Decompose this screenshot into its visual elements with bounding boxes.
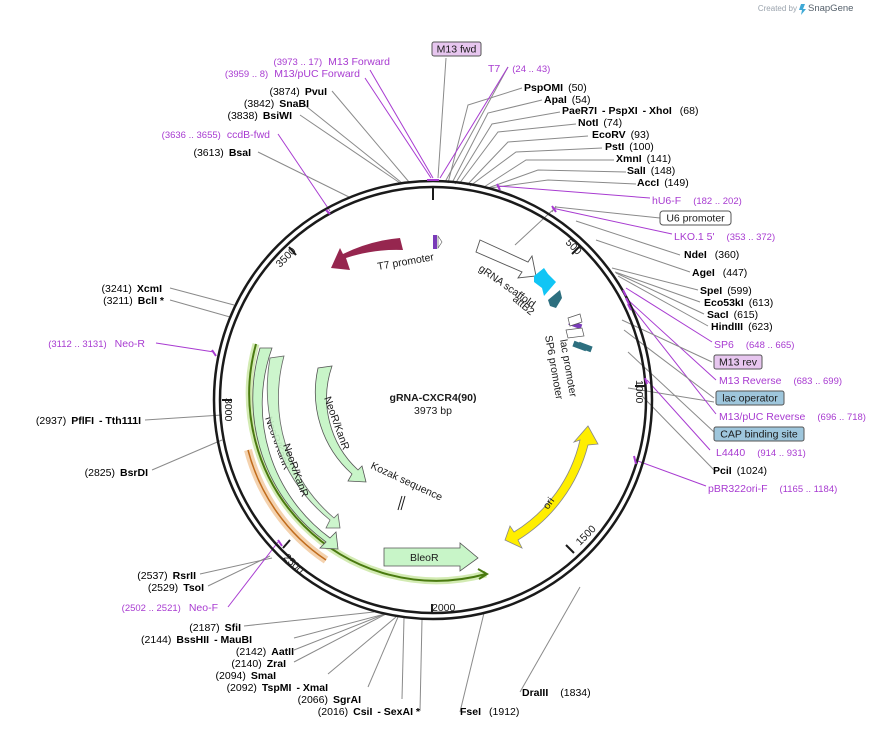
enzyme-label-smai[interactable]: (2094)SmaI: [216, 670, 277, 682]
svg-text:CAP binding site: CAP binding site: [720, 429, 798, 441]
created-by-text: Created by: [758, 4, 797, 13]
box-cap-binding-site[interactable]: CAP binding site: [713, 426, 805, 442]
svg-text:2500: 2500: [281, 552, 306, 577]
enzyme-label-acci[interactable]: AccI(149): [637, 177, 689, 189]
primer-marks: [211, 179, 648, 547]
primer-label-m13-reverse[interactable]: M13 Reverse(683 .. 699): [719, 375, 842, 387]
plasmid-size: 3973 bp: [414, 405, 452, 417]
snapgene-brand: Created by SnapGene: [758, 3, 853, 15]
primer-label-pbr322ori-f[interactable]: pBR322ori-F(1165 .. 1184): [708, 483, 837, 495]
svg-text:lac operator: lac operator: [722, 393, 778, 405]
primer-label-l4440[interactable]: L4440(914 .. 931): [716, 447, 806, 459]
enzyme-label-draiii[interactable]: DraIII(1834): [522, 687, 591, 699]
primer-leader-lines: [155, 66, 717, 608]
svg-text:ori: ori: [541, 495, 558, 511]
enzyme-label-psti[interactable]: PstI(100): [605, 141, 654, 153]
enzyme-label-rsrii[interactable]: (2537)RsrII: [137, 570, 196, 582]
enzyme-label-xmni[interactable]: XmnI(141): [616, 153, 671, 165]
enzyme-label-pvui[interactable]: (3874)PvuI: [269, 86, 327, 98]
enzyme-label-xcmi[interactable]: (3241)XcmI: [102, 283, 163, 295]
svg-text:1000: 1000: [633, 380, 645, 404]
enzyme-label-saci[interactable]: SacI(615): [707, 309, 758, 321]
enzyme-label-csii[interactable]: (2016)CsiI- SexAI *: [318, 706, 421, 718]
primer-label-m13-forward[interactable]: (3973 .. 17)M13 Forward: [274, 56, 391, 68]
enzyme-label-snabi[interactable]: (3842)SnaBI: [244, 98, 309, 110]
primer-labels: (3973 .. 17)M13 Forward (3959 .. 8)M13/p…: [48, 56, 866, 614]
feature-ccdb[interactable]: ccdB: [331, 238, 403, 270]
box-m13-rev[interactable]: M13 rev: [713, 354, 763, 370]
box-m13-fwd[interactable]: M13 fwd: [431, 41, 482, 57]
plasmid-name: gRNA-CXCR4(90): [390, 392, 477, 404]
svg-text:Kozak sequence: Kozak sequence: [369, 460, 445, 504]
primer-label-m13-puc-forward[interactable]: (3959 .. 8)M13/pUC Forward: [225, 68, 360, 80]
box-u6-promoter[interactable]: U6 promoter: [659, 210, 732, 226]
box-lac-operator[interactable]: lac operator: [715, 390, 785, 406]
enzyme-label-agei[interactable]: AgeI(447): [692, 267, 747, 279]
primer-label-m13-puc-reverse[interactable]: M13/pUC Reverse(696 .. 718): [719, 411, 866, 423]
enzyme-label-tspmi[interactable]: (2092)TspMI- XmaI: [227, 682, 329, 694]
primer-label-t7[interactable]: T7(24 .. 43): [488, 63, 550, 75]
enzyme-label-hindiii[interactable]: HindIII(623): [711, 321, 773, 333]
svg-text:1500: 1500: [574, 523, 599, 548]
enzyme-leader-lines: [144, 57, 715, 713]
enzyme-label-bsshii[interactable]: (2144)BssHII- MauBI: [141, 634, 252, 646]
feature-ori[interactable]: ori: [504, 425, 599, 549]
enzyme-label-sfii[interactable]: (2187)SfiI: [189, 622, 241, 634]
enzyme-label-ecorv[interactable]: EcoRV(93): [592, 129, 649, 141]
svg-text:3500: 3500: [274, 245, 299, 270]
enzyme-label-bsai[interactable]: (3613)BsaI: [193, 147, 251, 159]
feature-kozak[interactable]: Kozak sequence: [369, 460, 445, 511]
primer-label-ccdb-fwd[interactable]: (3636 .. 3655)ccdB-fwd: [162, 129, 270, 141]
enzyme-labels-left: (2016)CsiI- SexAI * (2066)SgrAI (2092)Ts…: [36, 86, 421, 718]
svg-text:U6 promoter: U6 promoter: [666, 213, 725, 225]
enzyme-label-aatii[interactable]: (2142)AatII: [236, 646, 294, 658]
enzyme-label-pspomi[interactable]: PspOMI(50): [524, 82, 587, 94]
feature-bleor[interactable]: BleoR: [383, 542, 479, 572]
major-ticks: [222, 245, 645, 614]
enzyme-label-bcli[interactable]: (3211)BclI *: [103, 295, 165, 307]
svg-text:M13 rev: M13 rev: [719, 357, 758, 369]
svg-text:BleoR: BleoR: [410, 552, 439, 564]
feature-neor-kanr-small[interactable]: NeoR/KanR: [314, 365, 367, 483]
enzyme-label-sgrai[interactable]: (2066)SgrAI: [298, 694, 361, 706]
primer-label-lko1[interactable]: LKO.1 5'(353 .. 372): [674, 231, 775, 243]
primer-label-hu6-f[interactable]: hU6-F(182 .. 202): [652, 195, 742, 207]
enzyme-labels-right: PspOMI(50) ApaI(54) PaeR7I- PspXI- XhoI(…: [460, 82, 773, 718]
snapgene-name: SnapGene: [808, 3, 853, 14]
enzyme-label-paer7i[interactable]: PaeR7I- PspXI- XhoI(68): [562, 105, 698, 117]
enzyme-label-ndei[interactable]: NdeI(360): [684, 249, 739, 261]
enzyme-label-eco53ki[interactable]: Eco53kI(613): [704, 297, 773, 309]
snapgene-logo-icon: [799, 4, 806, 15]
enzyme-label-bsrdi[interactable]: (2825)BsrDI: [85, 467, 148, 479]
svg-text:2000: 2000: [432, 602, 456, 614]
svg-text:M13 fwd: M13 fwd: [437, 44, 477, 56]
enzyme-label-zrai[interactable]: (2140)ZraI: [231, 658, 286, 670]
primer-label-sp6[interactable]: SP6(648 .. 665): [714, 339, 794, 351]
feature-grna-scaffold[interactable]: gRNA scaffold: [475, 239, 538, 311]
enzyme-label-noti[interactable]: NotI(74): [578, 117, 622, 129]
enzyme-label-tsoi[interactable]: (2529)TsoI: [148, 582, 204, 594]
enzyme-label-pcii[interactable]: PciI(1024): [713, 465, 767, 477]
enzyme-label-bsiwi[interactable]: (3838)BsiWI: [227, 110, 292, 122]
primer-label-neo-r[interactable]: (3112 .. 3131)Neo-R: [48, 338, 145, 350]
feature-neor-kanr-bar: [244, 343, 489, 585]
enzyme-label-spei[interactable]: SpeI(599): [700, 285, 752, 297]
enzyme-label-sali[interactable]: SalI(148): [627, 165, 675, 177]
enzyme-label-apai[interactable]: ApaI(54): [544, 94, 590, 106]
enzyme-label-fsei[interactable]: FseI(1912): [460, 706, 519, 718]
primer-label-neo-f[interactable]: (2502 .. 2521)Neo-F: [122, 602, 218, 614]
svg-text:3000: 3000: [222, 398, 234, 422]
svg-text:ccdB: ccdB: [368, 249, 393, 265]
enzyme-label-pflfi[interactable]: (2937)PflFI- Tth111I: [36, 415, 141, 427]
